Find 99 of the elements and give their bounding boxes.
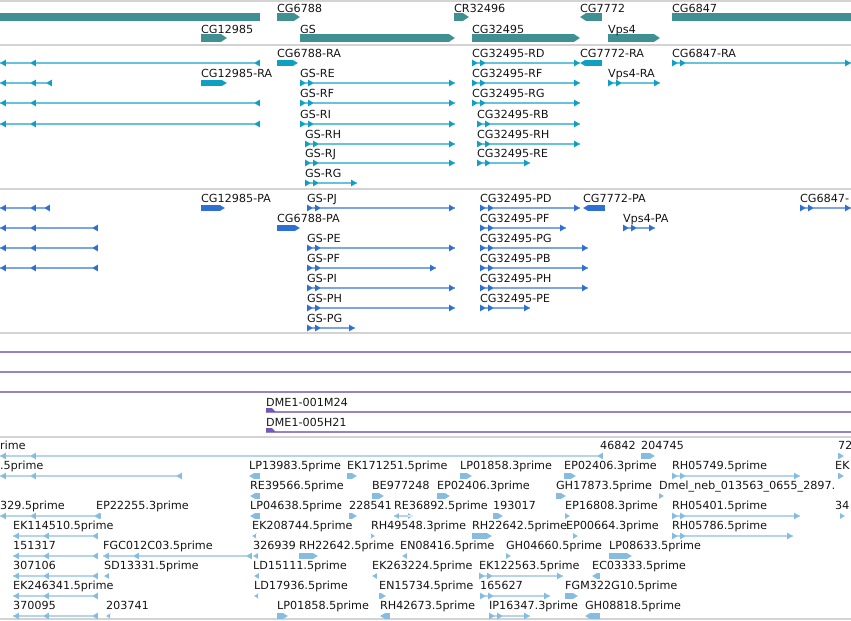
feature-label: EK122563.5prime: [479, 559, 580, 573]
feature-label: LP01858.3prime: [460, 459, 552, 473]
feature-label: CG6847: [672, 2, 717, 16]
feature-label: RH49548.3prime: [371, 519, 466, 533]
feature-label: EP22255.3prime: [96, 499, 189, 513]
feature-label: EP02406.3prime: [564, 459, 657, 473]
feature-label: rime: [0, 439, 26, 453]
feature-label: RH22642.5prime: [472, 519, 568, 533]
feature-label: 46842: [600, 439, 636, 453]
feature-label: RH42673.5prime: [380, 599, 476, 613]
feature-label: GS-PF: [307, 252, 340, 266]
feature-label: DME1-001M24: [266, 396, 348, 410]
feature-label: BE977248: [372, 479, 430, 493]
feature-label: CG32495-RG: [472, 87, 545, 101]
feature-label: CG32495-PB: [480, 252, 551, 266]
feature-label: LD17936.5prime: [254, 579, 348, 593]
feature-label: CG12985: [201, 23, 254, 37]
feature-label: 203741: [106, 599, 149, 613]
feature-label: GH17873.5prime: [556, 479, 652, 493]
feature-label: EC03333.5prime: [592, 559, 686, 573]
feature-label: CG32495-RE: [477, 147, 548, 161]
feature-label: FGC012C03.5prime: [103, 539, 213, 553]
feature-label: 204745: [641, 439, 684, 453]
feature-label: EK171251.5prime: [347, 459, 448, 473]
feature-label: CG6847-RA: [672, 47, 736, 61]
feature-label: 34: [835, 499, 850, 513]
feature-label: CG32495-RH: [477, 128, 550, 142]
feature-label: 72: [838, 439, 851, 453]
feature-label: EK208744.5prime: [252, 519, 352, 533]
feature-label: GS-RH: [305, 128, 341, 142]
feature-label: LP01858.5prime: [277, 599, 369, 613]
feature-label: RH22642.5prime: [299, 539, 394, 553]
feature-label: 151317: [13, 539, 56, 553]
feature-label: CG6788-RA: [277, 47, 341, 61]
feature-label: CG6788: [277, 2, 322, 16]
feature-label: GS-PJ: [307, 192, 337, 206]
feature-label: GS-RF: [300, 87, 334, 101]
feature-label: RH05786.5prime: [672, 519, 768, 533]
feature-label: Vps4-RA: [608, 67, 655, 81]
feature-label: EK114510.5prime: [13, 519, 114, 533]
feature-label: CG32495-PG: [480, 232, 552, 246]
feature-label: RE36892.5prime: [394, 499, 488, 513]
feature-label: EK246341.5prime: [13, 579, 114, 593]
feature-label: EN15734.5prime: [379, 579, 474, 593]
feature-label: RE39566.5prime: [250, 479, 344, 493]
feature-label: EP02406.3prime: [437, 479, 530, 493]
feature-label: IP16347.3prime: [489, 599, 578, 613]
feature-label: LP04638.5prime: [250, 499, 342, 513]
feature-label: 165627: [480, 579, 523, 593]
feature-label: 193017: [493, 499, 536, 513]
feature-label: FGM322G10.5prime: [565, 579, 678, 593]
feature-label: RH05749.5prime: [672, 459, 768, 473]
feature-label: LP13983.5prime: [249, 459, 341, 473]
feature-label: EP00664.3prime: [566, 519, 659, 533]
feature-label: CG32495-RD: [472, 47, 544, 61]
feature-label: LP08633.5prime: [609, 539, 701, 553]
feature-label: Vps4-PA: [623, 212, 668, 226]
feature-label: CG32495-RF: [472, 67, 542, 81]
feature-label: EK: [835, 459, 850, 473]
feature-label: GS-PI: [307, 272, 337, 286]
feature-label: CG32495-PF: [480, 212, 550, 226]
feature-label: GS-PH: [307, 292, 342, 306]
feature-label: GS-RJ: [305, 147, 336, 161]
feature-label: Vps4: [608, 23, 636, 37]
feature-label: EP16808.3prime: [565, 499, 658, 513]
feature-label: CG32495-PH: [480, 272, 552, 286]
feature-label: LD15111.5prime: [253, 559, 347, 573]
feature-label: EK263224.5prime: [372, 559, 472, 573]
feature-label: CG32495-RB: [477, 108, 549, 122]
feature-label: CG7772: [580, 2, 625, 16]
feature-label: GH04660.5prime: [506, 539, 602, 553]
feature-label: CG12985-RA: [201, 67, 272, 81]
feature-label: .5prime: [0, 459, 44, 473]
feature-label: GH08818.5prime: [585, 599, 681, 613]
feature-label: CR32496: [454, 2, 506, 16]
feature-label: GS-RG: [305, 167, 342, 181]
feature-label: CG32495-PD: [480, 192, 552, 206]
feature-label: CG7772-RA: [580, 47, 644, 61]
feature-label: EN08416.5prime: [400, 539, 494, 553]
feature-label: 370095: [13, 599, 56, 613]
feature-label: 326939: [253, 539, 296, 553]
feature-label: GS-PE: [307, 232, 341, 246]
feature-label: CG7772-PA: [583, 192, 646, 206]
feature-label: RH05401.5prime: [672, 499, 768, 513]
feature-label: GS-RE: [300, 67, 335, 81]
feature-label: CG12985-PA: [201, 192, 271, 206]
feature-label: CG32495: [472, 23, 524, 37]
feature-label: GS: [300, 23, 316, 37]
feature-label: CG6788-PA: [277, 212, 340, 226]
feature-label: GS-RI: [300, 108, 331, 122]
feature-label: SD13331.5prime: [104, 559, 199, 573]
feature-label: 329.5prime: [0, 499, 65, 513]
feature-label: 228541: [349, 499, 392, 513]
feature-label: GS-PG: [307, 312, 342, 326]
feature-label: DME1-005H21: [266, 416, 346, 430]
feature-label: Dmel_neb_013563_0655_2897.: [659, 479, 836, 493]
feature-label: 307106: [13, 559, 56, 573]
feature-label: CG6847-: [800, 192, 849, 206]
feature-label: CG32495-PE: [480, 292, 550, 306]
